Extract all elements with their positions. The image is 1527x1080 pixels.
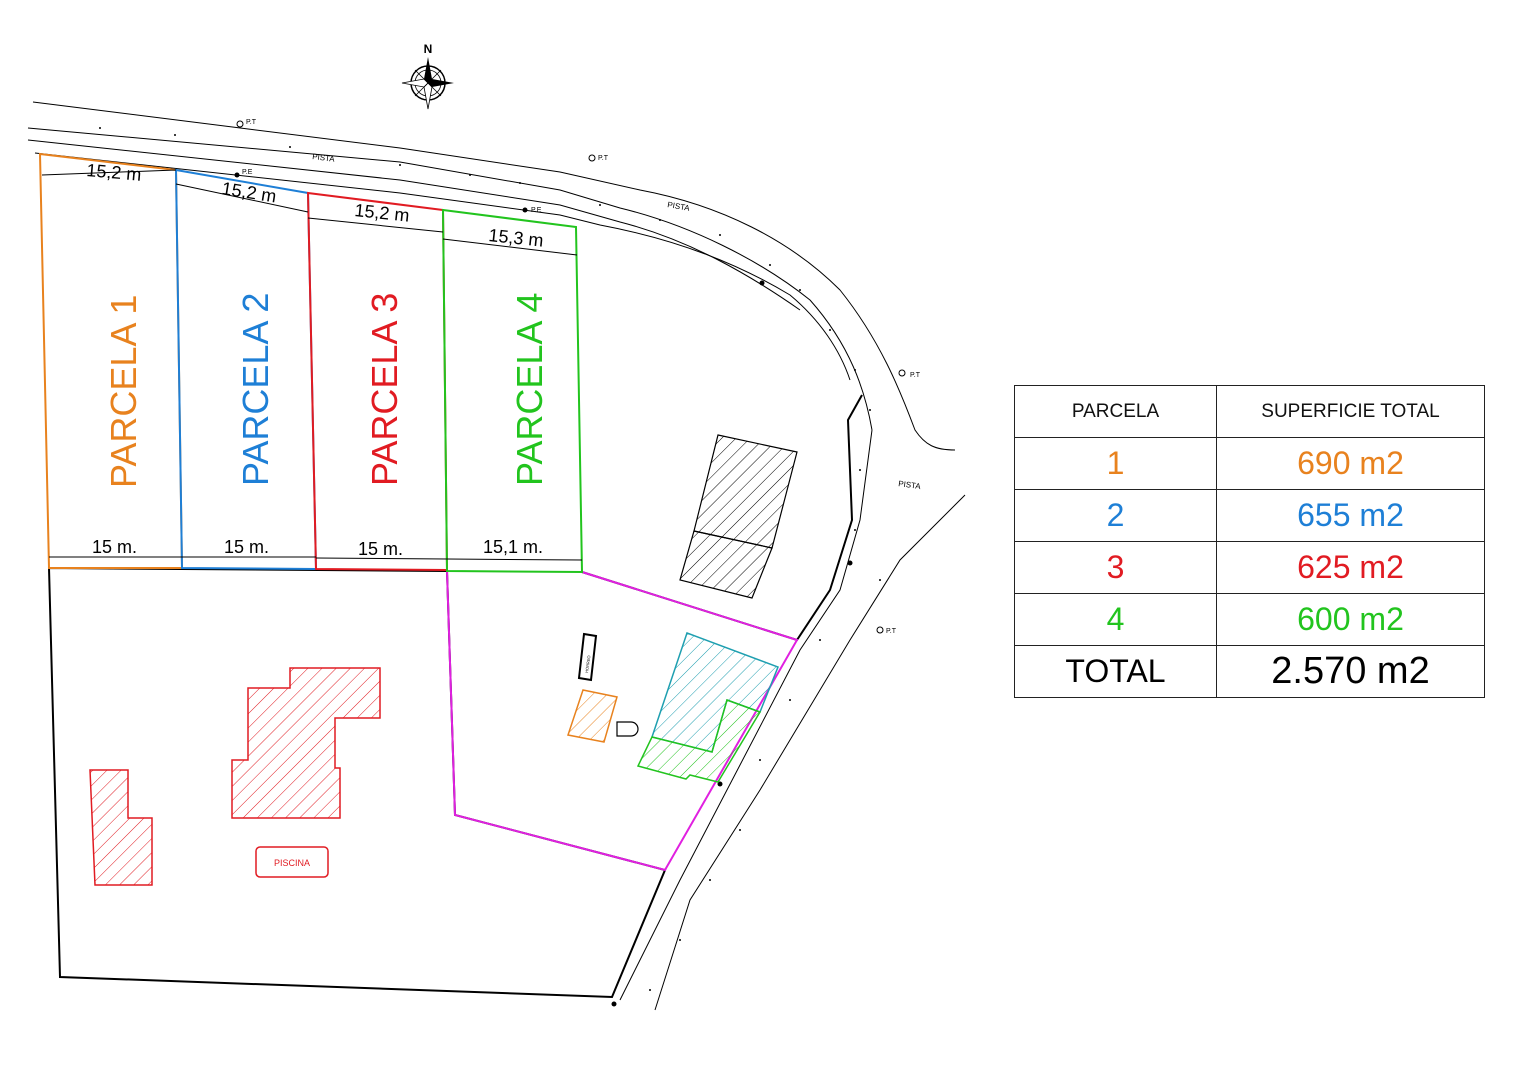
building-orange [567, 689, 618, 743]
building-cyan [651, 632, 779, 753]
building-green [636, 699, 762, 783]
area-summary-table: PARCELA SUPERFICIE TOTAL 1 690 m2 2 655 … [1014, 385, 1485, 698]
parcel-2-top-dim: 15,2 m [220, 178, 277, 206]
table-row: 4 600 m2 [1014, 593, 1485, 646]
parcel-1-bottom-dim: 15 m. [92, 537, 137, 557]
compass-icon: N [401, 42, 454, 110]
road-label-1: PISTA [312, 152, 336, 164]
road [27, 101, 966, 1011]
row-parcel: 3 [1014, 541, 1217, 594]
row-area: 655 m2 [1216, 489, 1485, 542]
building-annex [89, 769, 153, 886]
parcel-4-boundary [441, 208, 584, 574]
pt-label-1: P.T [246, 119, 257, 126]
parcel-4-top-dim: 15,3 m [488, 225, 545, 251]
pe-label-2: P.E [531, 207, 542, 214]
pe-label-1: P.E [242, 169, 253, 176]
table-header-row: PARCELA SUPERFICIE TOTAL [1014, 385, 1485, 438]
row-parcel: 2 [1014, 489, 1217, 542]
row-area: 690 m2 [1216, 437, 1485, 490]
parcel-3-name: PARCELA 3 [364, 293, 405, 486]
road-label-3: PISTA [898, 479, 922, 491]
parcel-1-name: PARCELA 1 [103, 295, 144, 488]
pt-label-3: P.T [910, 372, 921, 379]
table-row: 2 655 m2 [1014, 489, 1485, 542]
parcel-4-name: PARCELA 4 [509, 293, 550, 486]
total-value: 2.570 m2 [1216, 645, 1485, 698]
row-parcel: 1 [1014, 437, 1217, 490]
table-row: 1 690 m2 [1014, 437, 1485, 490]
pt-label-2: P.T [598, 155, 609, 162]
pool [255, 846, 329, 878]
parcel-2-name: PARCELA 2 [235, 293, 276, 486]
magenta-boundary [446, 570, 799, 872]
header-parcel: PARCELA [1014, 385, 1217, 438]
building-east-1 [693, 434, 798, 549]
header-area: SUPERFICIE TOTAL [1216, 385, 1485, 438]
table-total-row: TOTAL 2.570 m2 [1014, 645, 1485, 698]
pt-markers [236, 120, 906, 634]
parcel-3-bottom-dim: 15 m. [358, 539, 403, 559]
building-main-house [231, 667, 381, 819]
pt-label-4: P.T [886, 628, 897, 635]
north-label: N [424, 42, 433, 56]
horreo-building [577, 632, 598, 682]
table-row: 3 625 m2 [1014, 541, 1485, 594]
small-structure [616, 721, 639, 737]
row-area: 625 m2 [1216, 541, 1485, 594]
row-parcel: 4 [1014, 593, 1217, 646]
building-east-2 [679, 530, 773, 599]
parcel-2-bottom-dim: 15 m. [224, 537, 269, 557]
parcel-4-bottom-dim: 15,1 m. [483, 537, 543, 557]
horreo-label: HORREO [584, 655, 591, 673]
pool-label: PISCINA [274, 858, 310, 868]
main-plot-boundary [47, 566, 667, 999]
parcel-1-top-dim: 15,2 m [86, 160, 143, 185]
dimension-lines [41, 169, 583, 561]
row-area: 600 m2 [1216, 593, 1485, 646]
total-label: TOTAL [1014, 645, 1217, 698]
road-label-2: PISTA [667, 200, 691, 213]
survey-points [99, 127, 881, 1007]
